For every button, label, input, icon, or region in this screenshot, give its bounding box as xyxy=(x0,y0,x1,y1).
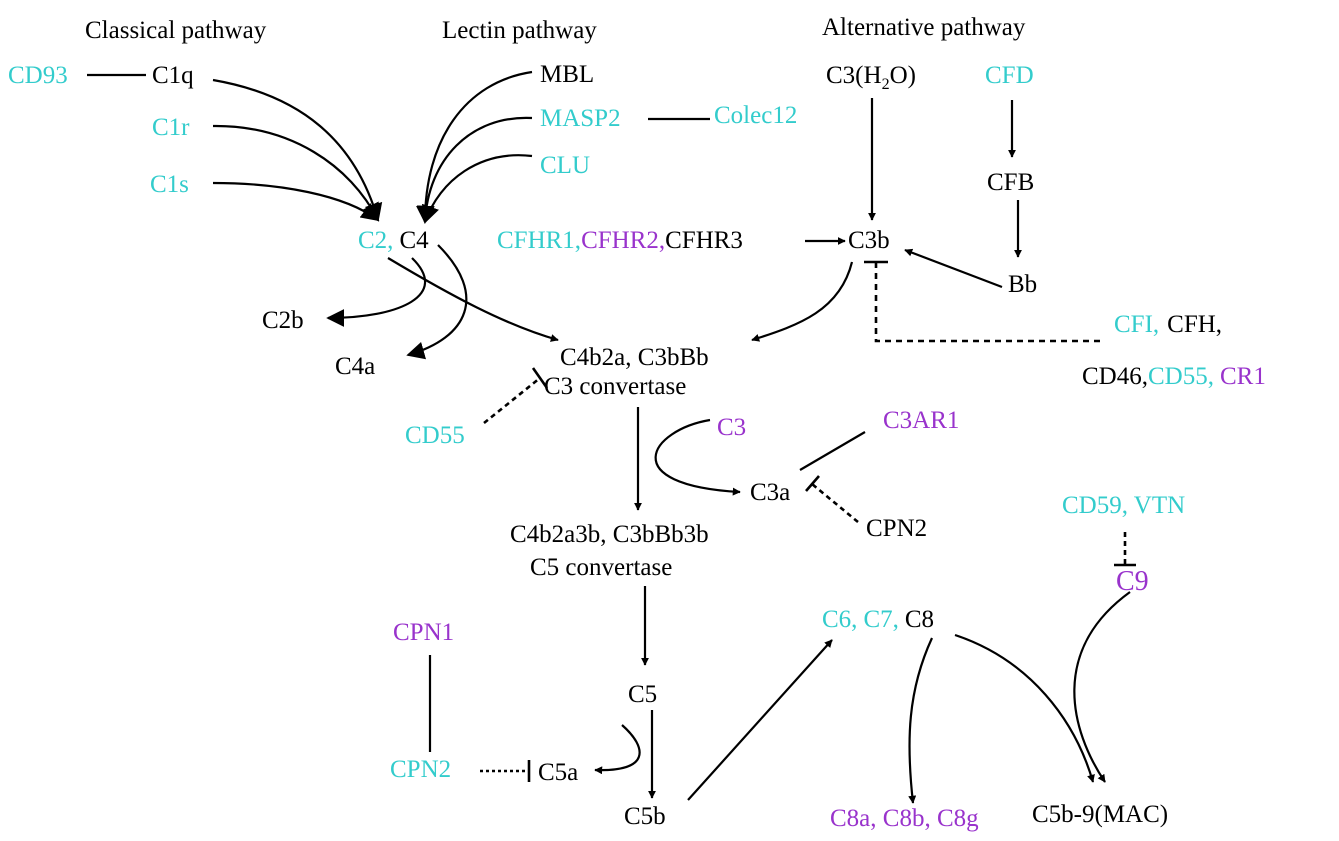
arrow-c8-mac xyxy=(954,633,1095,783)
node-c9: C9 xyxy=(1116,566,1149,597)
arrow-c2-c2b xyxy=(326,257,427,327)
node-cd55-left: CD55 xyxy=(405,422,465,449)
node-c2: C2, xyxy=(358,227,394,254)
node-cd46: CD46, xyxy=(1082,363,1148,390)
arrow-clu-c4 xyxy=(421,154,533,224)
arrow-c5-c5a xyxy=(594,724,641,775)
node-cfi-cfh: CFI, CFH, xyxy=(1114,310,1222,340)
inhibit-cd55-c3conv xyxy=(483,376,541,425)
node-c2-c4: C2,C4 xyxy=(358,226,429,256)
node-cfb: CFB xyxy=(987,169,1035,196)
node-colec12: Colec12 xyxy=(714,102,798,129)
node-c3b: C3b xyxy=(848,227,890,254)
node-c4: C4 xyxy=(399,227,429,254)
node-c5: C5 xyxy=(628,681,658,708)
arrow-c8-c8abg xyxy=(908,637,933,804)
node-c3h2o: C3(H2O) xyxy=(826,62,916,93)
node-clu: CLU xyxy=(540,152,590,179)
line-c3ar1-c3a xyxy=(799,431,866,471)
node-c5a: C5a xyxy=(538,759,579,786)
arrow-masp2-c4 xyxy=(416,116,533,224)
node-c3-convertase-line2: C3 convertase xyxy=(544,373,687,400)
node-cfhr2: CFHR2, xyxy=(581,227,666,254)
arrow-c1q-c2c4 xyxy=(212,78,383,222)
arrow-bb-c3b xyxy=(904,248,1003,289)
arrow-c9-mac xyxy=(1073,591,1131,783)
node-c3a: C3a xyxy=(750,479,791,506)
inhibit-cpn2-c3a xyxy=(811,482,859,524)
arrow-mbl-c4 xyxy=(416,70,533,224)
node-c6-c7-c8: C6,C7,C8 xyxy=(822,605,934,635)
node-c5-convertase-line1: C4b2a3b, C3bBb3b xyxy=(510,521,709,548)
arrow-c3b-c3conv xyxy=(751,261,854,342)
node-c1r: C1r xyxy=(152,114,190,141)
node-mbl: MBL xyxy=(540,61,595,88)
node-c7: C7, xyxy=(863,606,899,633)
node-cfi: CFI, xyxy=(1114,311,1160,338)
arrow-c5b-c6c7c8 xyxy=(687,639,833,801)
node-cfd: CFD xyxy=(985,62,1034,89)
node-c6: C6, xyxy=(822,606,858,633)
node-c5b: C5b xyxy=(624,803,666,830)
arrow-c1s-c2c4 xyxy=(212,181,380,222)
node-c1s: C1s xyxy=(150,171,189,198)
node-cd59-vtn: CD59, VTN xyxy=(1062,492,1186,519)
arrow-c2c4-c3conv xyxy=(387,257,559,342)
node-cfh: CFH, xyxy=(1167,311,1223,338)
node-mac: C5b-9(MAC) xyxy=(1032,801,1169,828)
node-cd93: CD93 xyxy=(8,62,68,89)
node-c5-convertase-line2: C5 convertase xyxy=(530,554,673,581)
node-c8: C8 xyxy=(904,606,935,633)
node-c3-convertase-line1: C4b2a, C3bBb xyxy=(560,344,709,371)
node-cpn1: CPN1 xyxy=(393,619,455,646)
node-c3: C3 xyxy=(717,414,747,441)
node-c8a-c8b-c8g: C8a, C8b, C8g xyxy=(830,805,979,832)
node-bb: Bb xyxy=(1008,271,1038,298)
inhibit-cpn2-c3a-bar xyxy=(805,475,820,492)
node-c1q: C1q xyxy=(152,62,194,89)
node-cfhr1: CFHR1, xyxy=(497,227,582,254)
arrow-c4-c4a xyxy=(406,244,468,360)
node-cpn2-bottom: CPN2 xyxy=(390,756,452,783)
classical-pathway-title: Classical pathway xyxy=(85,17,267,44)
inhibit-cd55-c3conv-bar xyxy=(531,367,549,389)
alternative-pathway-title: Alternative pathway xyxy=(822,14,1026,41)
inhibit-cfi-c3b xyxy=(874,262,1100,343)
node-cpn2-top: CPN2 xyxy=(866,515,928,542)
node-masp2: MASP2 xyxy=(540,105,621,132)
node-cfhr-group: CFHR1,CFHR2,CFHR3 xyxy=(497,226,743,256)
node-cd46-cd55-cr1: CD46,CD55,CR1 xyxy=(1082,362,1266,392)
arrow-c3-c3a xyxy=(654,418,741,496)
node-c3ar1: C3AR1 xyxy=(883,407,960,434)
node-cfhr3: CFHR3 xyxy=(665,227,743,254)
node-c4a: C4a xyxy=(335,353,376,380)
lectin-pathway-title: Lectin pathway xyxy=(442,17,597,44)
node-c2b: C2b xyxy=(262,307,304,334)
node-cr1: CR1 xyxy=(1219,363,1266,390)
arrow-c1r-c2c4 xyxy=(212,124,379,222)
node-cd55-right: CD55, xyxy=(1147,363,1214,390)
